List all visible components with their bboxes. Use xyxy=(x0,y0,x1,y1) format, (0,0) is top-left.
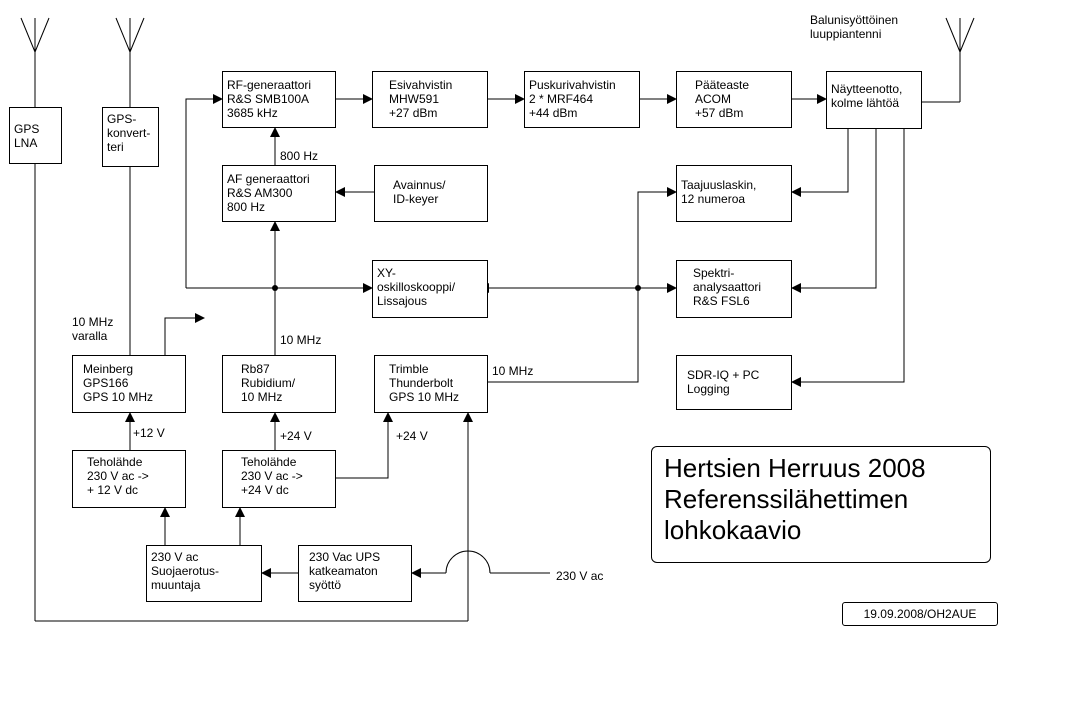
rf-generator-box: RF-generaattori R&S SMB100A 3685 kHz xyxy=(222,71,336,128)
keyer-box: Avainnus/ ID-keyer xyxy=(374,165,488,222)
oscilloscope-box: XY- oskilloskooppi/ Lissajous xyxy=(372,260,488,318)
junction-dot-2 xyxy=(635,285,641,291)
gps-converter-box: GPS- konvert- teri xyxy=(102,107,159,167)
psu-12v-box: Teholähde 230 V ac -> + 12 V dc xyxy=(72,450,186,508)
date-author-label: 19.09.2008/OH2AUE xyxy=(842,602,998,626)
sdr-logging-box: SDR-IQ + PC Logging xyxy=(676,355,792,410)
label-spare-10mhz: 10 MHz varalla xyxy=(72,315,114,343)
preamp-box: Esivahvistin MHW591 +27 dBm xyxy=(372,71,488,128)
junction-dot-1 xyxy=(272,285,278,291)
gps-lna-box: GPS LNA xyxy=(9,107,62,164)
label-rb-10mhz: 10 MHz xyxy=(280,333,322,347)
label-800hz: 800 Hz xyxy=(280,149,319,163)
final-stage-box: Pääteaste ACOM +57 dBm xyxy=(676,71,792,128)
label-trimble-10mhz: 10 MHz xyxy=(492,364,534,378)
gps-antenna-1-icon xyxy=(20,17,50,107)
ups-box: 230 Vac UPS katkeamaton syöttö xyxy=(298,545,412,602)
trimble-box: Trimble Thunderbolt GPS 10 MHz xyxy=(374,355,488,413)
gps-antenna-2-icon xyxy=(115,17,145,107)
label-24v-rb: +24 V xyxy=(280,429,312,443)
diagram-title: Hertsien Herruus 2008 Referenssilähettim… xyxy=(651,446,991,563)
buffer-amp-box: Puskurivahvistin 2 * MRF464 +44 dBm xyxy=(524,71,640,128)
label-mains: 230 V ac xyxy=(556,569,604,583)
sampler-box: Näytteenotto, kolme lähtöä xyxy=(826,71,922,129)
loop-antenna-icon xyxy=(922,17,975,103)
meinberg-box: Meinberg GPS166 GPS 10 MHz xyxy=(72,355,186,413)
label-24v-trimble: +24 V xyxy=(396,429,428,443)
isolation-transformer-box: 230 V ac Suojaerotus- muuntaja xyxy=(146,545,262,602)
freq-counter-box: Taajuuslaskin, 12 numeroa xyxy=(676,165,792,222)
label-12v: +12 V xyxy=(133,426,165,440)
spectrum-analyzer-box: Spektri- analysaattori R&S FSL6 xyxy=(676,260,792,318)
rubidium-box: Rb87 Rubidium/ 10 MHz xyxy=(222,355,336,413)
psu-24v-box: Teholähde 230 V ac -> +24 V dc xyxy=(222,450,336,508)
antenna-label: Balunisyöttöinen luuppiantenni xyxy=(810,13,899,41)
af-generator-box: AF generaattori R&S AM300 800 Hz xyxy=(222,165,336,222)
